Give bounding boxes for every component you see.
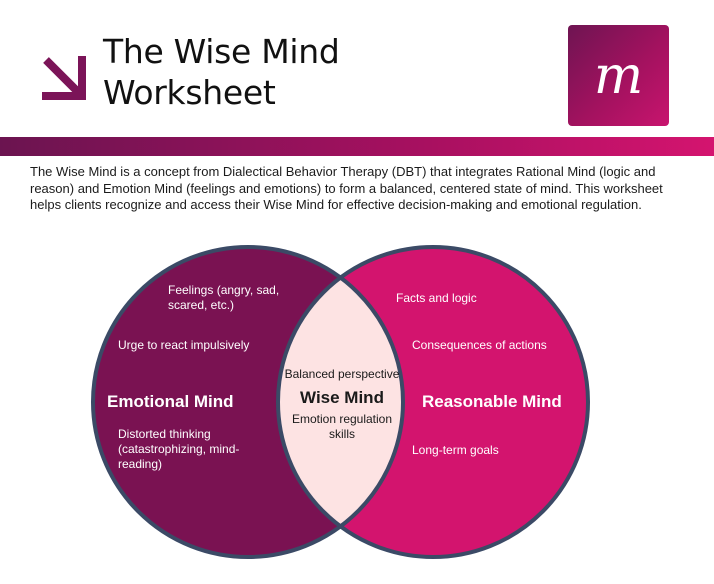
- wise-item-emotion-regulation: Emotion regulation skills: [291, 412, 393, 441]
- reasonable-item-long-term: Long-term goals: [412, 443, 499, 457]
- intro-paragraph: The Wise Mind is a concept from Dialecti…: [30, 164, 663, 212]
- page-title-line-2: Worksheet: [103, 73, 276, 112]
- header-divider-band: [0, 137, 714, 156]
- reasonable-mind-heading: Reasonable Mind: [422, 392, 562, 411]
- wise-item-balanced: Balanced perspective: [284, 367, 400, 381]
- reasonable-item-consequences: Consequences of actions: [412, 338, 547, 352]
- emotional-item-distorted-thinking: Distorted thinking (catastrophizing, min…: [118, 427, 240, 471]
- emotional-item-urge: Urge to react impulsively: [118, 338, 250, 352]
- wise-mind-overlap: [278, 247, 403, 557]
- emotional-item-feelings: Feelings (angry, sad, scared, etc.): [168, 283, 280, 312]
- brand-logo: m: [568, 25, 669, 126]
- arrow-down-right-icon: [42, 56, 86, 100]
- wise-mind-heading: Wise Mind: [300, 388, 384, 407]
- emotional-mind-outline: [91, 245, 405, 559]
- page-title-line-1: The Wise Mind: [103, 32, 340, 71]
- emotional-mind-heading: Emotional Mind: [107, 392, 234, 411]
- logo-letter: m: [593, 45, 644, 106]
- reasonable-item-facts: Facts and logic: [396, 291, 477, 305]
- page-title: The Wise Mind Worksheet: [103, 31, 340, 113]
- reasonable-mind-outline: [276, 245, 590, 559]
